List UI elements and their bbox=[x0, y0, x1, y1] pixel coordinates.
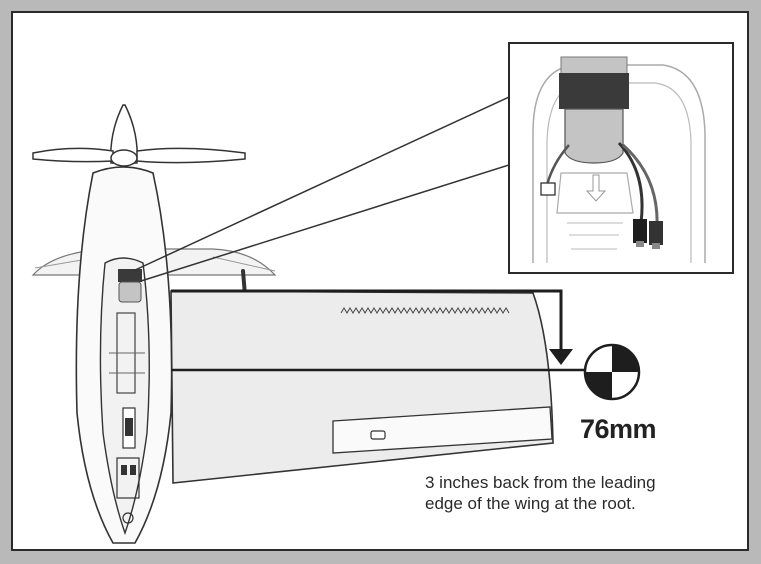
battery-icon bbox=[118, 269, 142, 303]
center-of-gravity-icon bbox=[583, 343, 641, 401]
note-line-2: edge of the wing at the root. bbox=[425, 494, 636, 513]
propeller-icon bbox=[32, 104, 246, 167]
wing-serration bbox=[340, 307, 510, 314]
airplane-illustration bbox=[31, 42, 734, 544]
diagram-frame: 76mm 3 inches back from the leading edge… bbox=[11, 11, 749, 551]
fuselage bbox=[75, 166, 173, 544]
cg-measurement: 76mm bbox=[580, 414, 657, 444]
main-wing bbox=[170, 290, 554, 484]
cg-instruction: 3 inches back from the leading edge of t… bbox=[425, 472, 725, 514]
note-line-1: 3 inches back from the leading bbox=[425, 473, 656, 492]
battery-detail-inset bbox=[508, 42, 734, 274]
arrow-down-icon bbox=[549, 349, 573, 365]
